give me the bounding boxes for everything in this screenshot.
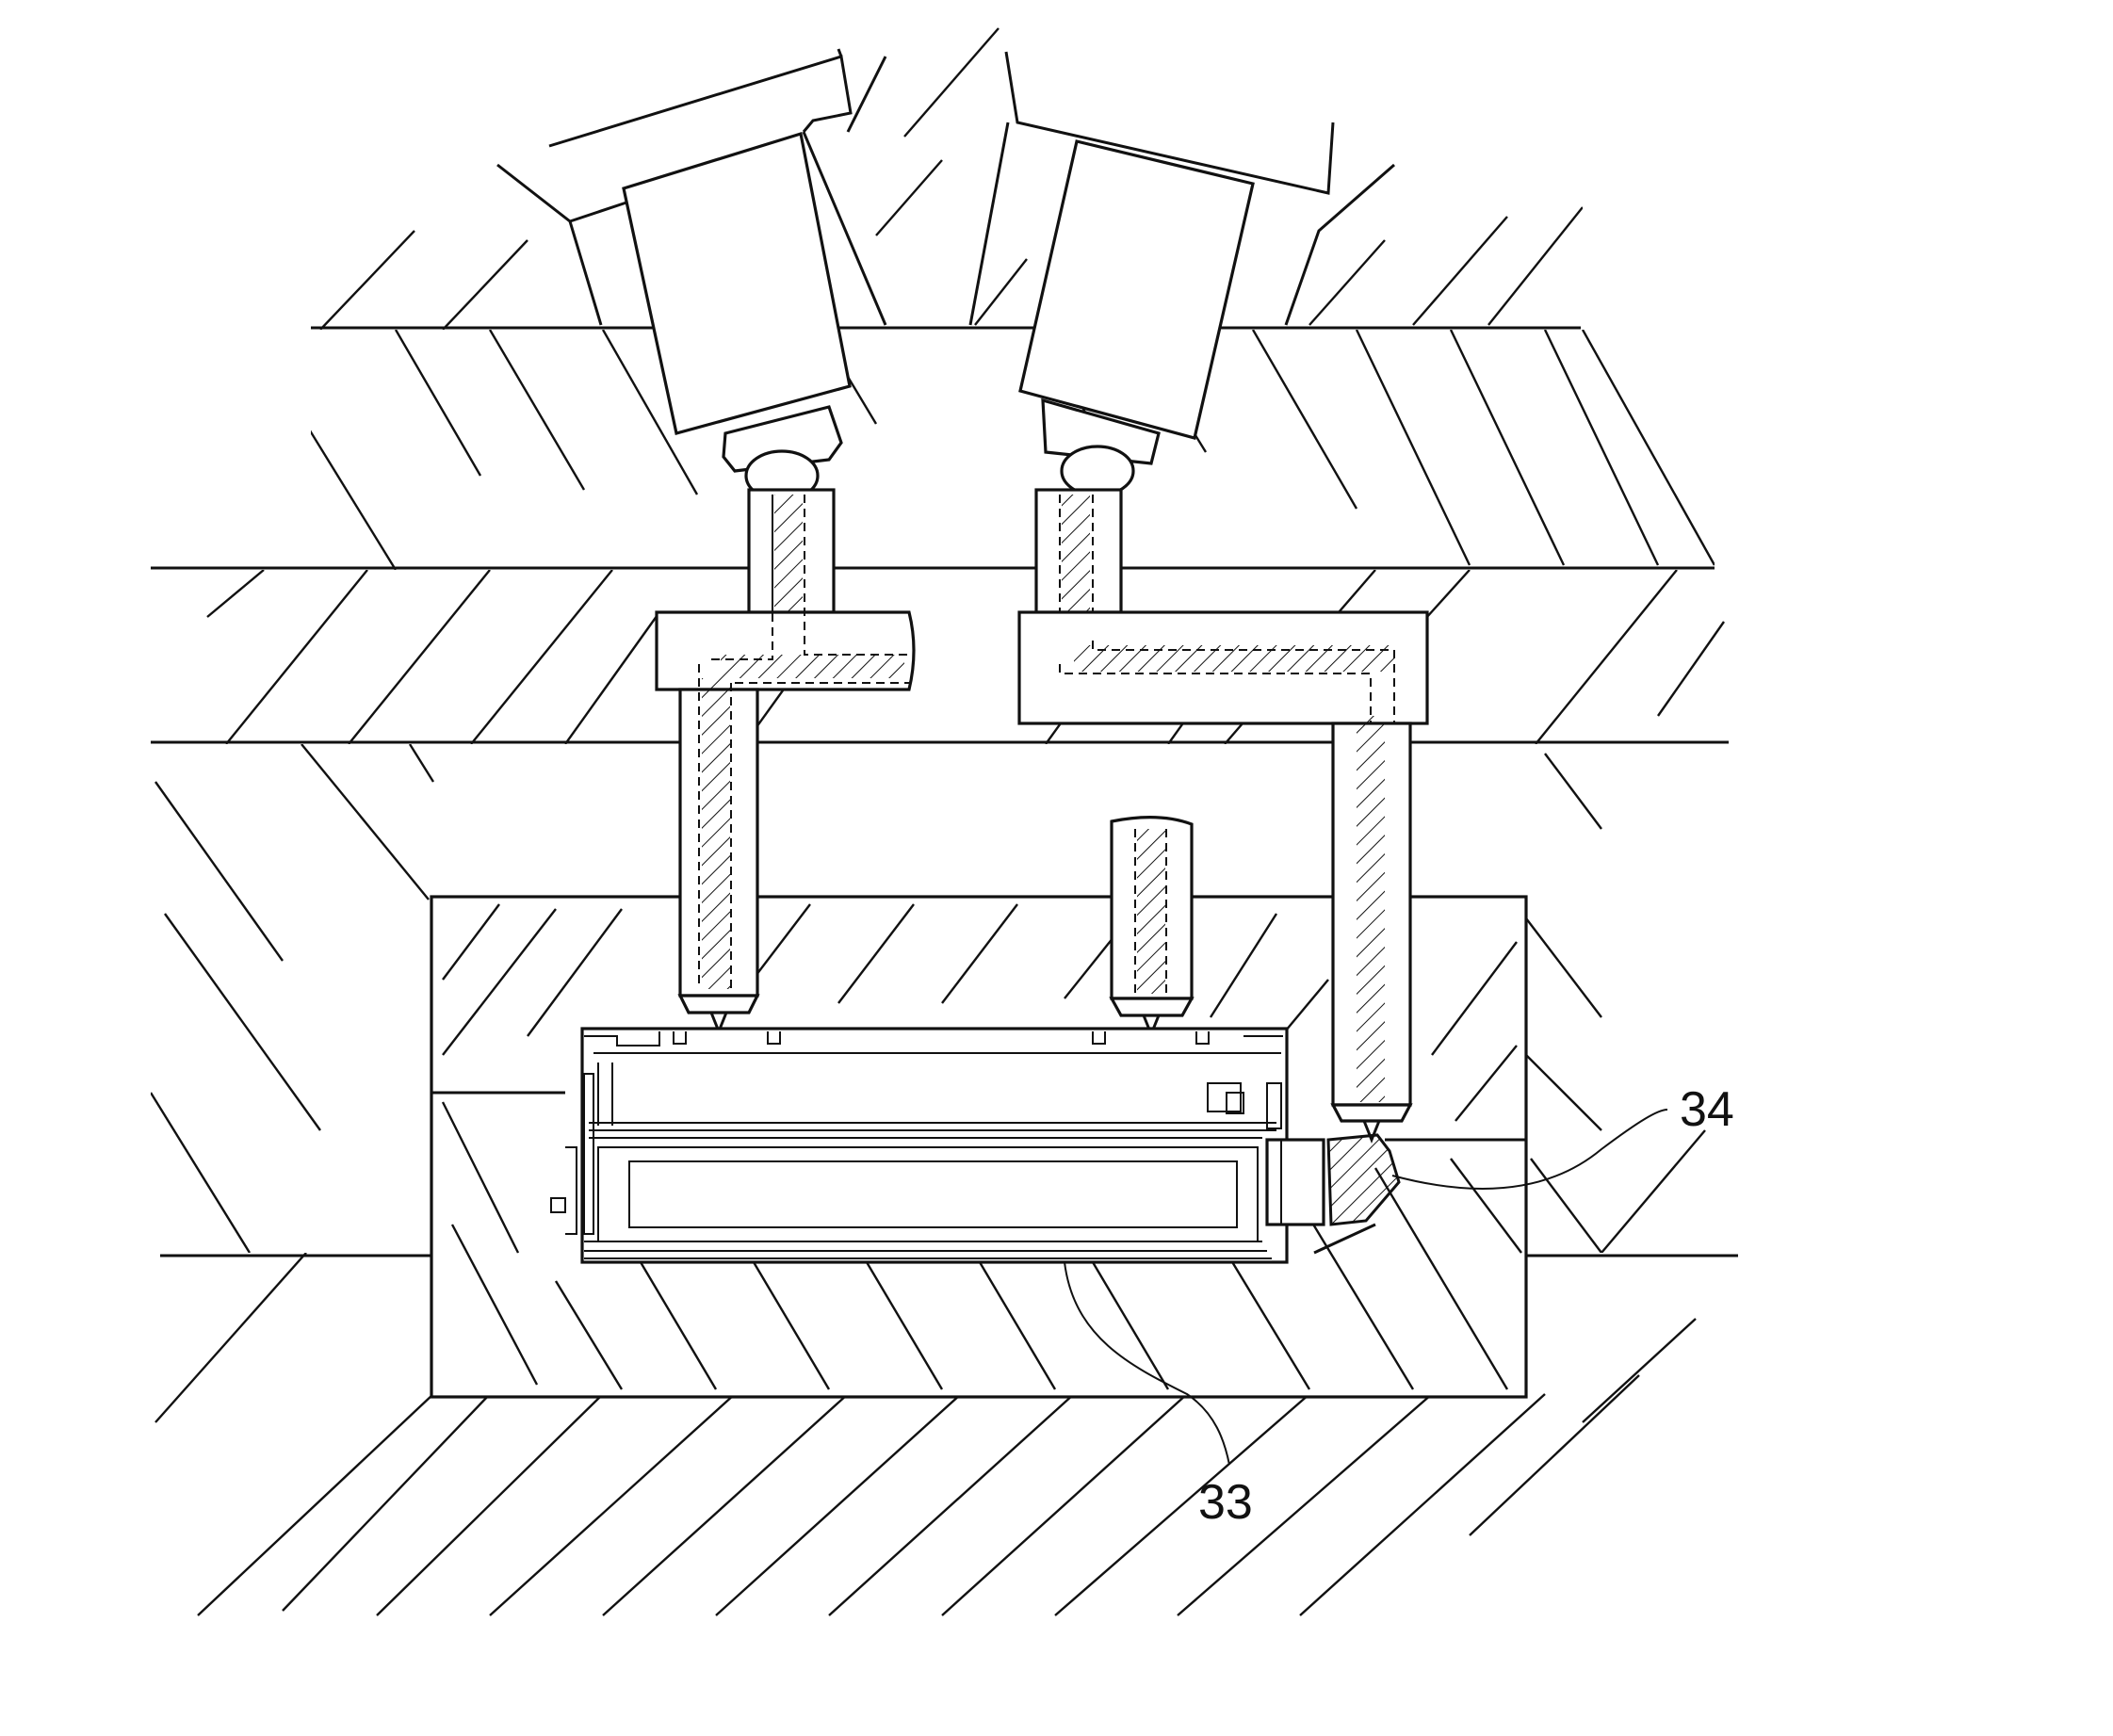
ref-label-33: 33 <box>1198 1475 1253 1530</box>
right-injection-head <box>970 52 1394 495</box>
left-injection-head <box>497 49 886 500</box>
molded-article <box>551 1029 1324 1262</box>
ref-label-34: 34 <box>1680 1082 1734 1137</box>
center-nozzle <box>1112 818 1192 1034</box>
